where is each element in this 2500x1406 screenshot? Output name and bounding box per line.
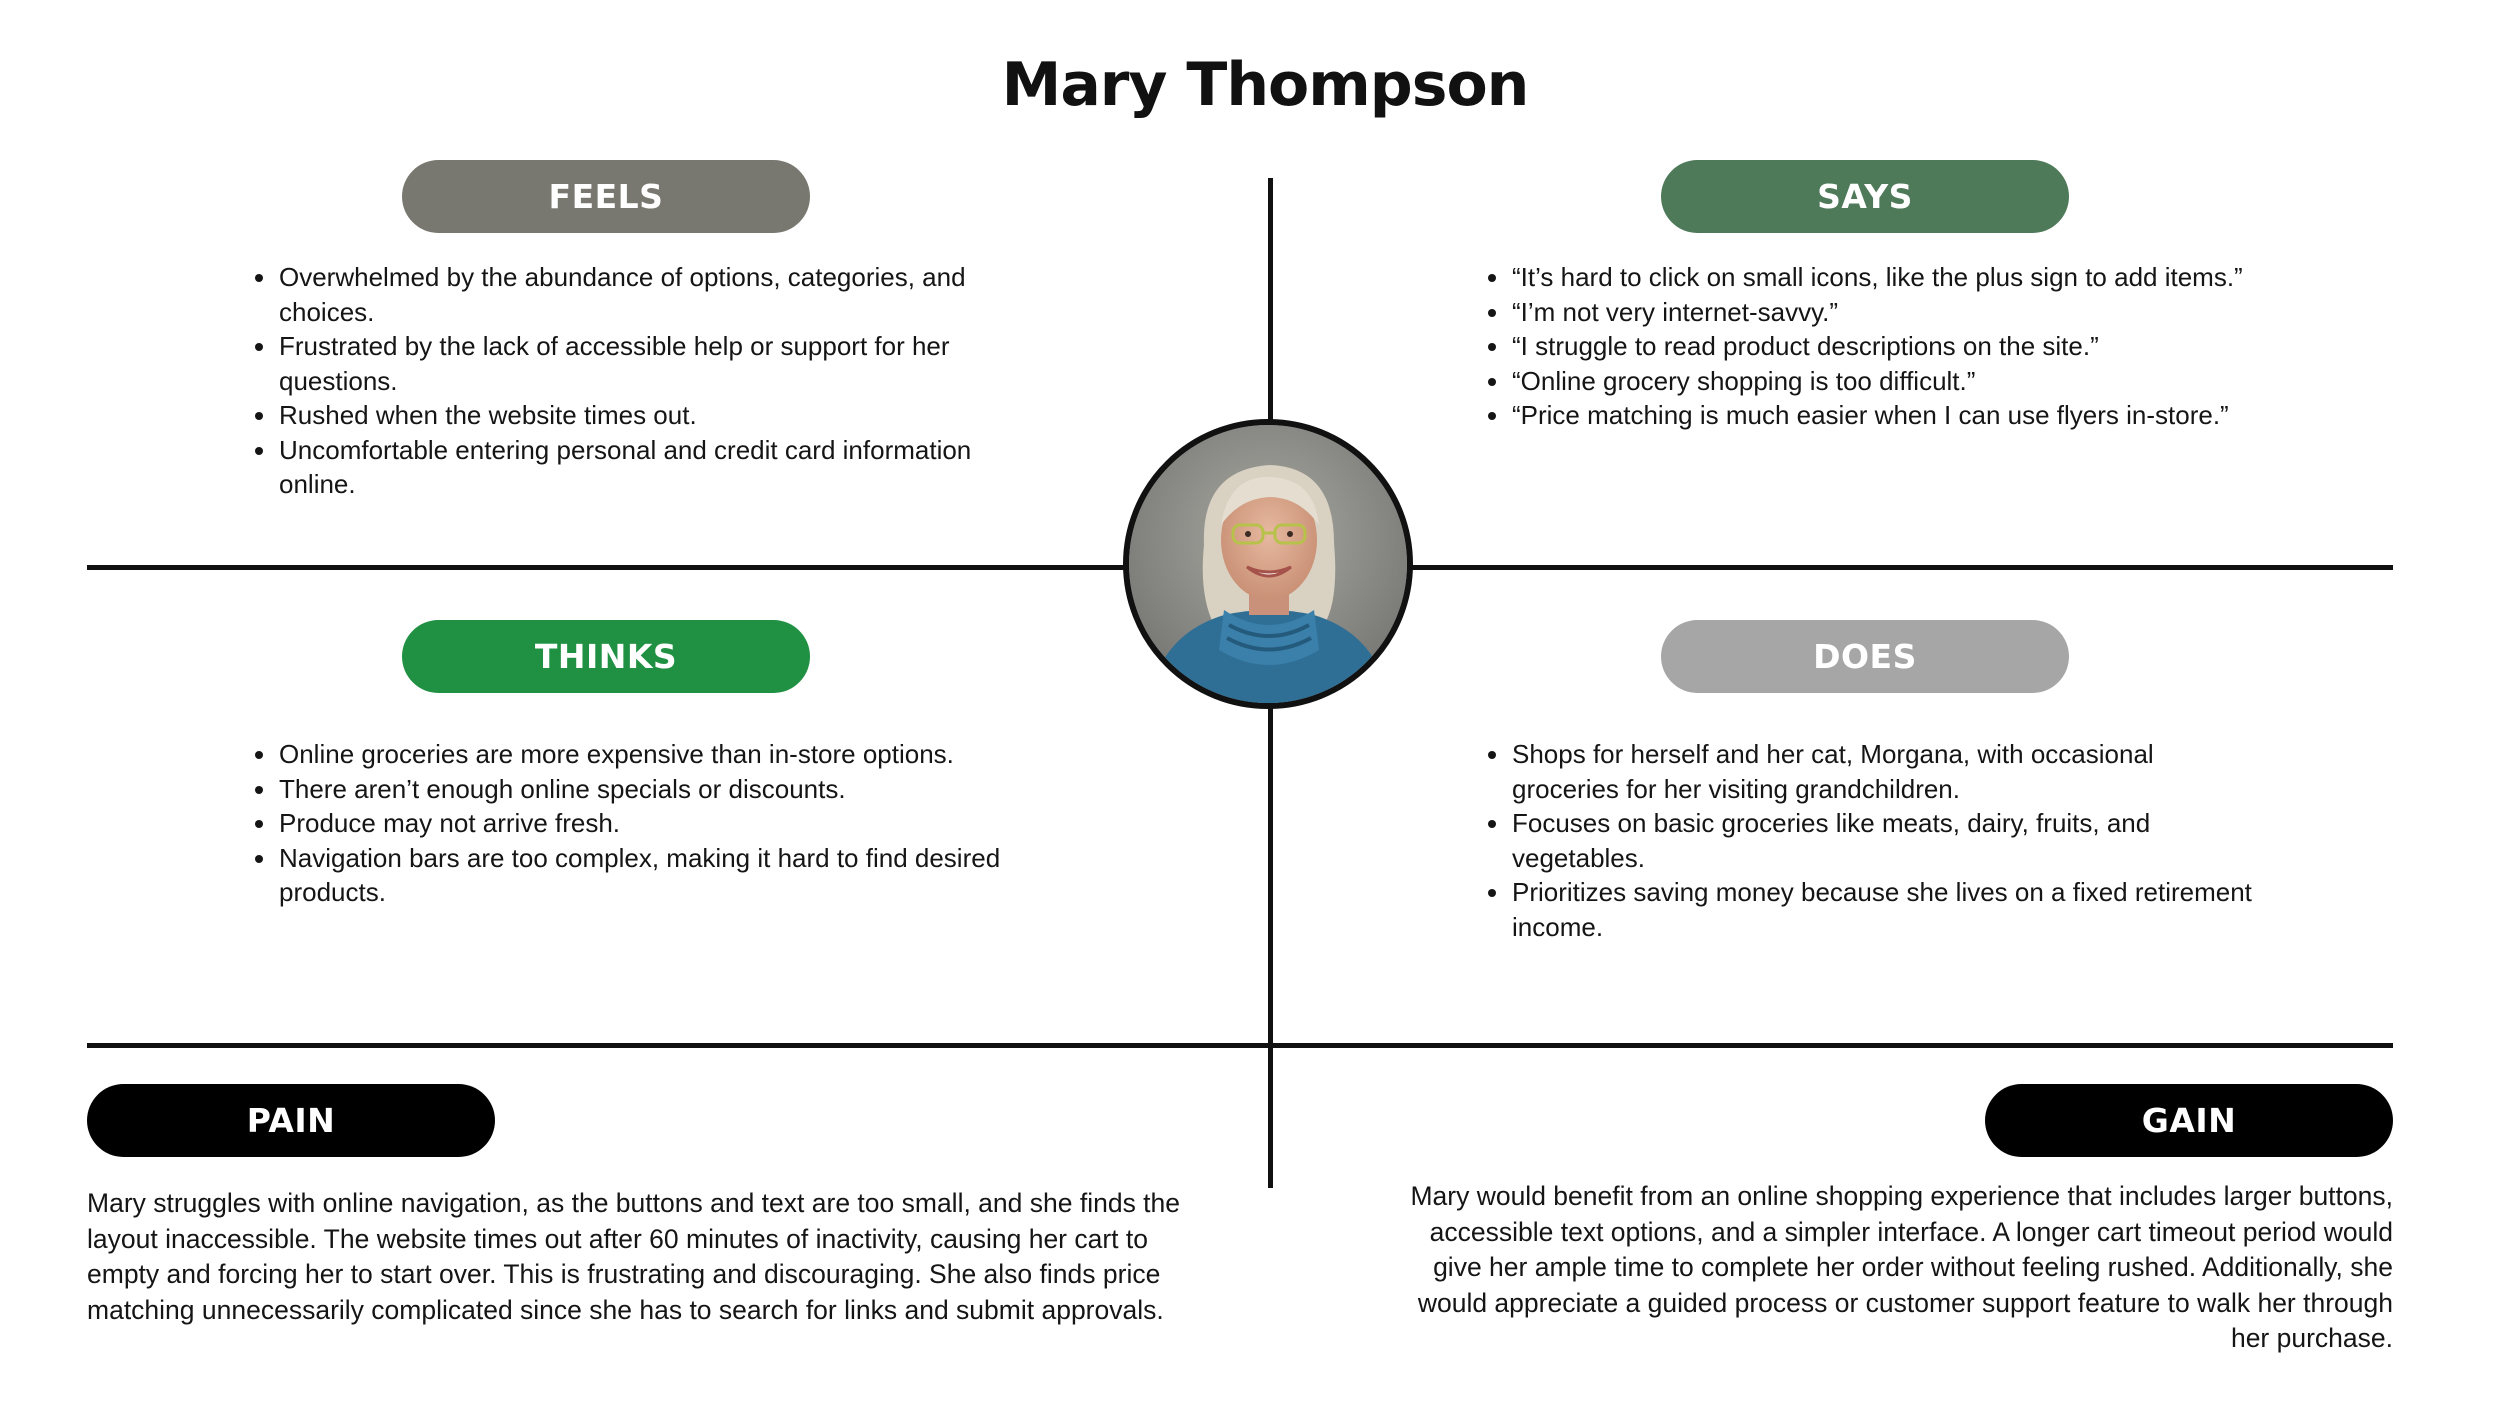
list-item: “It’s hard to click on small icons, like… (1488, 260, 2252, 295)
says-label-text: SAYS (1817, 177, 1913, 216)
list-item: “Online grocery shopping is too difficul… (1488, 364, 2252, 399)
list-item: There aren’t enough online specials or d… (255, 772, 1019, 807)
list-item: Uncomfortable entering personal and cred… (255, 433, 1019, 502)
list-item: Rushed when the website times out. (255, 398, 1019, 433)
list-item: Online groceries are more expensive than… (255, 737, 1019, 772)
thinks-label: THINKS (402, 620, 810, 693)
says-label: SAYS (1661, 160, 2069, 233)
does-list: Shops for herself and her cat, Morgana, … (1479, 737, 2252, 944)
list-item: Focuses on basic groceries like meats, d… (1488, 806, 2252, 875)
list-item: “I’m not very internet-savvy.” (1488, 295, 2252, 330)
list-item: Produce may not arrive fresh. (255, 806, 1019, 841)
list-item: “Price matching is much easier when I ca… (1488, 398, 2252, 433)
persona-name: Mary Thompson (1001, 50, 1530, 120)
list-item: Prioritizes saving money because she liv… (1488, 875, 2252, 944)
gain-description: Mary would benefit from an online shoppi… (1410, 1181, 2393, 1353)
pain-label: PAIN (87, 1084, 495, 1157)
feels-label-text: FEELS (548, 177, 664, 216)
list-item: Shops for herself and her cat, Morgana, … (1488, 737, 2252, 806)
pain-description: Mary struggles with online navigation, a… (87, 1188, 1181, 1325)
horizontal-divider-bottom (87, 1043, 2393, 1048)
list-item: “I struggle to read product descriptions… (1488, 329, 2252, 364)
thinks-label-text: THINKS (534, 637, 678, 676)
feels-label: FEELS (402, 160, 810, 233)
gain-label-text: GAIN (2141, 1101, 2237, 1140)
list-item: Navigation bars are too complex, making … (255, 841, 1019, 910)
persona-avatar (1123, 419, 1413, 709)
does-label-text: DOES (1813, 637, 1917, 676)
thinks-list: Online groceries are more expensive than… (246, 737, 1019, 910)
pain-label-text: PAIN (246, 1101, 336, 1140)
list-item: Overwhelmed by the abundance of options,… (255, 260, 1019, 329)
portrait-icon (1129, 425, 1407, 703)
says-list: “It’s hard to click on small icons, like… (1479, 260, 2252, 433)
does-label: DOES (1661, 620, 2069, 693)
gain-label: GAIN (1985, 1084, 2393, 1157)
feels-list: Overwhelmed by the abundance of options,… (246, 260, 1019, 502)
list-item: Frustrated by the lack of accessible hel… (255, 329, 1019, 398)
